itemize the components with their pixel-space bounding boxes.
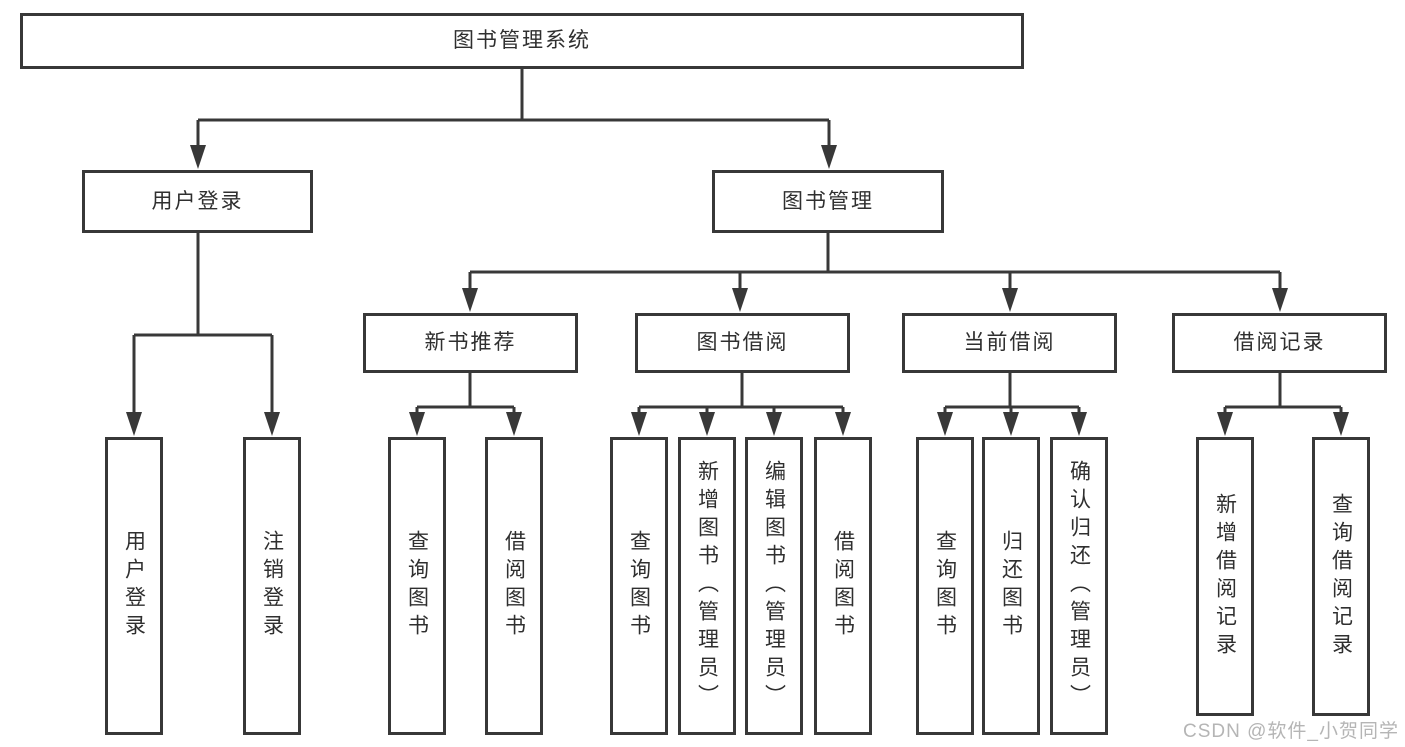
arrow-icon bbox=[631, 412, 647, 436]
arrow-icon bbox=[462, 288, 478, 312]
arrow-icon bbox=[1071, 412, 1087, 436]
arrow-icon bbox=[1217, 412, 1233, 436]
node-library-system: 图书管理系统 bbox=[20, 13, 1024, 69]
connector-recommend-fork bbox=[415, 373, 516, 413]
arrow-icon bbox=[835, 412, 851, 436]
arrow-icon bbox=[766, 412, 782, 436]
arrow-icon bbox=[1003, 412, 1019, 436]
arrow-icon bbox=[1333, 412, 1349, 436]
leaf-add-book-admin: 新增图书（管理员） bbox=[678, 437, 736, 735]
leaf-logout: 注销登录 bbox=[243, 437, 301, 735]
arrow-icon bbox=[506, 412, 522, 436]
leaf-return-book: 归还图书 bbox=[982, 437, 1040, 735]
leaf-query-borrow-record: 查询借阅记录 bbox=[1312, 437, 1370, 716]
arrow-icon bbox=[937, 412, 953, 436]
node-book-management: 图书管理 bbox=[712, 170, 944, 233]
leaf-query-books-borrowing: 查询图书 bbox=[610, 437, 668, 735]
arrow-icon bbox=[699, 412, 715, 436]
connector-current-fork bbox=[943, 373, 1081, 413]
connector-records-fork bbox=[1223, 373, 1343, 413]
connector-root-to-level2 bbox=[196, 69, 831, 146]
node-book-borrowing: 图书借阅 bbox=[635, 313, 850, 373]
arrow-icon bbox=[821, 145, 837, 169]
arrow-icon bbox=[1272, 288, 1288, 312]
arrow-icon bbox=[126, 412, 142, 436]
connector-borrow-fork bbox=[637, 373, 845, 413]
arrow-icon bbox=[409, 412, 425, 436]
node-new-book-recommend: 新书推荐 bbox=[363, 313, 578, 373]
arrow-icon bbox=[264, 412, 280, 436]
leaf-borrow-books-recommend: 借阅图书 bbox=[485, 437, 543, 735]
node-borrow-records: 借阅记录 bbox=[1172, 313, 1387, 373]
arrow-icon bbox=[1002, 288, 1018, 312]
leaf-add-borrow-record: 新增借阅记录 bbox=[1196, 437, 1254, 716]
arrow-icon bbox=[190, 145, 206, 169]
connector-login-fork bbox=[132, 233, 274, 413]
leaf-query-books-current: 查询图书 bbox=[916, 437, 974, 735]
leaf-edit-book-admin: 编辑图书（管理员） bbox=[745, 437, 803, 735]
leaf-borrow-books-borrowing: 借阅图书 bbox=[814, 437, 872, 735]
connector-mgmt-fork bbox=[468, 233, 1282, 289]
leaf-confirm-return-admin: 确认归还（管理员） bbox=[1050, 437, 1108, 735]
arrow-icon bbox=[732, 288, 748, 312]
leaf-user-login: 用户登录 bbox=[105, 437, 163, 735]
arrowhead-icons bbox=[126, 145, 1349, 436]
leaf-query-books-recommend: 查询图书 bbox=[388, 437, 446, 735]
node-user-login: 用户登录 bbox=[82, 170, 313, 233]
node-current-borrowing: 当前借阅 bbox=[902, 313, 1117, 373]
